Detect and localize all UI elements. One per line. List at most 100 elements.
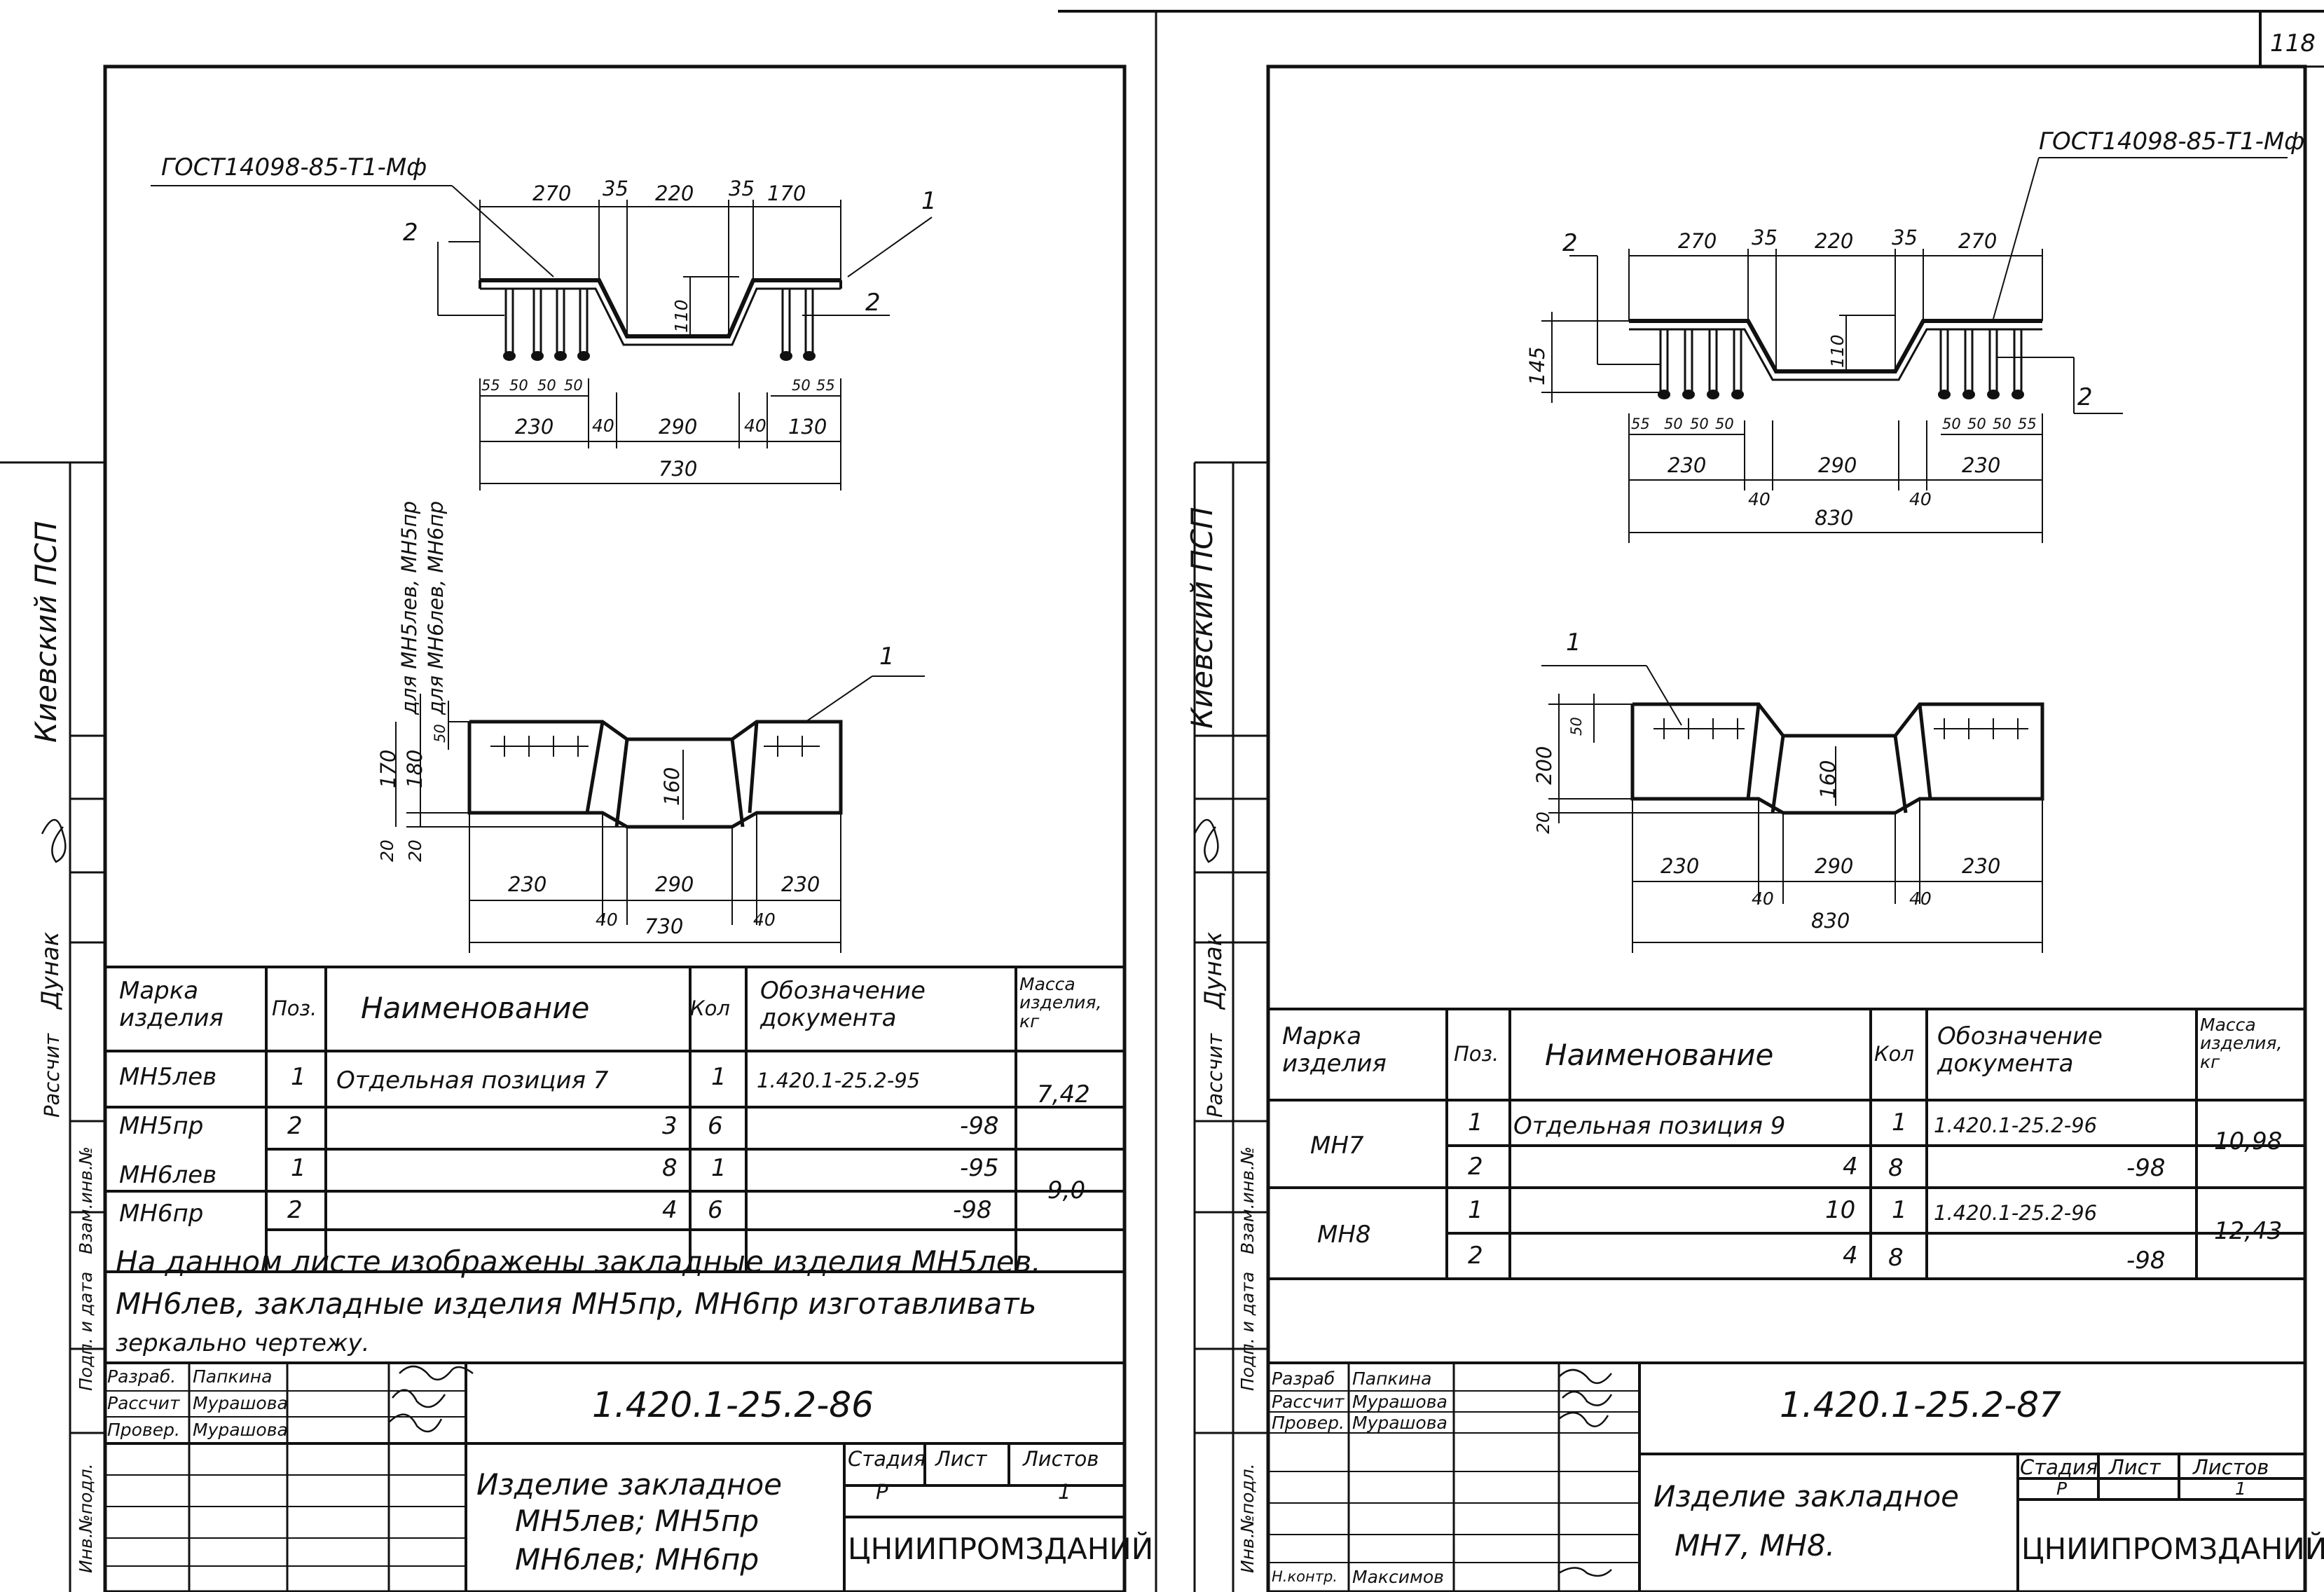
s2-stamp-role: Провер. <box>1272 1413 1345 1433</box>
s1-callout: 1 <box>879 643 895 671</box>
s2-plan-dim: 230 <box>1962 854 2001 878</box>
s1-margin-name: Рассчит <box>40 1033 64 1118</box>
s2-stamp-name: Папкина <box>1352 1368 1432 1389</box>
s1-margin-label: Инв.№подл. <box>76 1463 96 1573</box>
s2-row-mark: МН7 <box>1310 1132 1364 1160</box>
s2-margin-label: Взам.инв.№ <box>1237 1146 1258 1254</box>
sheet1-table-lines <box>105 966 1125 1273</box>
sheet1-stamp-lines <box>105 1361 1125 1592</box>
s2-spacing: 50 <box>1942 416 1961 432</box>
s1-row-mark: МН6пр <box>119 1200 204 1228</box>
s1-row-name: 3 <box>662 1112 678 1140</box>
sheet1-plan <box>395 675 925 953</box>
s1-callout: 1 <box>921 187 937 215</box>
s1-th-mass: Масса изделия, кг <box>1019 974 1102 1031</box>
s2-spacing: 50 <box>1690 416 1709 432</box>
s1-plan-dim: 20 <box>405 839 425 862</box>
s1-stamp-name: Папкина <box>193 1366 273 1387</box>
s1-th-name: Наименование <box>361 991 590 1025</box>
s1-stamp-stage-h: Стадия <box>848 1447 926 1471</box>
s2-dim: 220 <box>1815 229 1854 253</box>
s2-gap: 40 <box>1909 489 1932 509</box>
s2-dim: 35 <box>1892 226 1918 249</box>
s2-row-qty: 1 <box>1892 1196 1907 1224</box>
s2-spacing: 55 <box>2018 416 2037 432</box>
s1-note-line: На данном листе изображены закладные изд… <box>116 1244 1041 1279</box>
s1-plan-dim: 180 <box>403 749 427 788</box>
s1-spacing: 55 <box>816 377 835 394</box>
s2-stamp-code: 1.420.1-25.2-87 <box>1780 1385 2061 1425</box>
s2-dim: 230 <box>1962 453 2001 477</box>
s2-stamp-title: Изделие закладное <box>1653 1479 1960 1514</box>
s1-dim: 40 <box>744 416 766 436</box>
s1-row-qty: 6 <box>708 1196 723 1224</box>
s2-plan-total: 830 <box>1811 909 1850 933</box>
s2-stamp-stage-h: Стадия <box>2020 1455 2098 1479</box>
s2-spacing: 50 <box>1967 416 1986 432</box>
s1-spacing: 50 <box>564 377 583 394</box>
s2-dim: 290 <box>1818 453 1857 477</box>
s1-mass: 9,0 <box>1047 1176 1086 1205</box>
s1-dim: 35 <box>729 177 755 200</box>
s1-stamp-stage-h: Лист <box>935 1447 987 1471</box>
s1-plan-dim: 20 <box>377 839 397 862</box>
s1-th-mark: Марка изделия <box>119 977 224 1033</box>
s2-stamp-stage-v: Р <box>2056 1478 2068 1499</box>
s1-row-pos: 2 <box>287 1112 303 1140</box>
s2-stamp-stage-v: 1 <box>2235 1478 2246 1499</box>
s2-dim: 270 <box>1678 229 1717 253</box>
s2-row-name: Отдельная позиция 9 <box>1513 1112 1786 1140</box>
s1-row-doc: -98 <box>953 1196 992 1224</box>
s2-row-name: 4 <box>1843 1153 1858 1181</box>
s2-row-qty: 8 <box>1888 1244 1904 1272</box>
s2-plan-depth: 160 <box>1816 760 1840 799</box>
s2-plan-dim: 230 <box>1661 854 1700 878</box>
s2-spacing: 55 <box>1631 416 1650 432</box>
s2-margin-name: Рассчит <box>1203 1033 1227 1118</box>
s2-plan-gap: 40 <box>1909 888 1932 909</box>
s1-row-doc: -95 <box>960 1154 999 1182</box>
s1-row-doc: -98 <box>960 1112 999 1140</box>
s2-stamp-role: Рассчит <box>1272 1392 1345 1412</box>
s1-spacing: 50 <box>509 377 528 394</box>
s2-th-doc: Обозначение документа <box>1937 1022 2103 1078</box>
s1-row-name: Отдельная позиция 7 <box>336 1066 609 1094</box>
s2-dim: 230 <box>1668 453 1707 477</box>
s2-stamp-role: Разраб <box>1272 1368 1335 1389</box>
s1-dim: 40 <box>592 416 614 436</box>
s2-plan-dim: 200 <box>1532 746 1556 785</box>
s1-row-doc: 1.420.1-25.2-95 <box>757 1069 921 1092</box>
s1-stamp-role: Рассчит <box>107 1393 180 1413</box>
s1-plan-dim: 170 <box>376 749 400 788</box>
s1-margin-label: Подп. и дата <box>76 1271 96 1391</box>
page-number: 118 <box>2270 29 2316 57</box>
s2-row-qty: 1 <box>1892 1109 1907 1137</box>
s2-margin-org: Киевский ПСП <box>1185 507 1219 729</box>
s2-th-pos: Поз. <box>1454 1042 1499 1066</box>
sheet2-plan <box>1541 665 2044 953</box>
s2-spacing: 50 <box>1993 416 2012 432</box>
s1-stamp-title: Изделие закладное <box>476 1467 783 1502</box>
s1-plan-dim: 230 <box>781 872 820 896</box>
s2-dim: 270 <box>1958 229 1998 253</box>
s1-row-pos: 1 <box>291 1154 306 1182</box>
s1-side-note: для МН6лев, МН6пр <box>424 500 448 715</box>
s2-th-mark: Марка изделия <box>1282 1022 1387 1078</box>
s1-callout: 2 <box>865 289 881 317</box>
s2-th-name: Наименование <box>1545 1038 1774 1072</box>
s1-row-qty: 1 <box>711 1154 727 1182</box>
s1-row-mark: МН5лев <box>119 1063 217 1091</box>
s1-th-doc: Обозначение документа <box>760 977 926 1033</box>
s2-margin-name: Дунак <box>1199 931 1228 1009</box>
s1-row-pos: 2 <box>287 1196 303 1224</box>
s1-stamp-stage-v: 1 <box>1058 1480 1071 1504</box>
s1-plan-dim: 290 <box>655 872 694 896</box>
s2-stamp-role: Н.контр. <box>1272 1568 1338 1585</box>
s1-dim: 270 <box>532 181 572 205</box>
s2-spacing: 50 <box>1664 416 1683 432</box>
sheet2-elevation <box>1541 157 2288 543</box>
s2-row-pos: 2 <box>1468 1242 1483 1270</box>
s2-mass: 12,43 <box>2214 1217 2283 1245</box>
s2-row-doc: -98 <box>2126 1247 2166 1275</box>
